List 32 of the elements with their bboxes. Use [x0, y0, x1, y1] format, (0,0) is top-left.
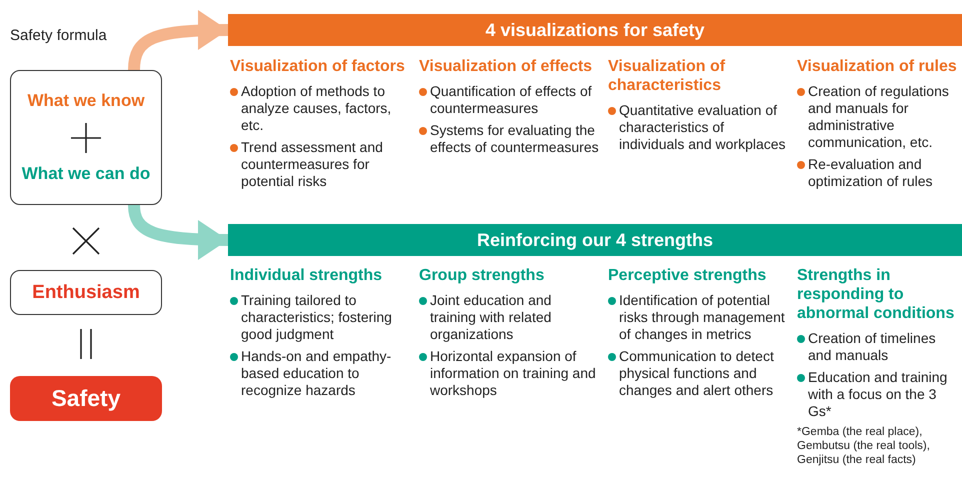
section-banner: 4 visualizations for safety [228, 14, 962, 46]
bullet-text: Creation of timelines and manuals [808, 330, 937, 364]
formula-term: What we can do [22, 164, 150, 184]
bullet-text: Quantification of effects of countermeasures [430, 83, 593, 117]
column-heading: Perceptive strengths [608, 266, 768, 285]
bullet-text: Hands-on and empathy-based education to recognize hazards [241, 348, 392, 399]
diagram-heading: Safety formula [10, 27, 107, 44]
bullet-text: Training tailored to characteristics; fostering good judgment [241, 292, 393, 343]
formula-box [10, 70, 162, 205]
bullet-text: Adoption of methods to analyze causes, factors, etc. [241, 83, 392, 134]
bullet-text: Communication to detect physical functions and changes and alert others [619, 348, 775, 399]
column-heading: Group strengths [419, 266, 546, 285]
result-box: Safety [10, 376, 162, 421]
bullet-text: Re-evaluation and optimization of rules [808, 156, 934, 190]
column-heading: Individual strengths [230, 266, 384, 285]
column-heading: Visualization of factors [230, 57, 406, 76]
footnote: *Gemba (the real place), Gembutsu (the real tools), Genjitsu (the real facts) [797, 425, 931, 467]
bullet-text: Horizontal expansion of information on training and workshops [430, 348, 597, 399]
bullet-text: Identification of potential risks through management of changes in metrics [619, 292, 786, 343]
formula-box: Enthusiasm [10, 270, 162, 315]
column-heading: Visualization of rules [797, 57, 958, 76]
formula-term: What we know [27, 91, 145, 111]
bullet-text: Education and training with a focus on the 3 Gs* [808, 369, 948, 420]
bullet-text: Systems for evaluating the effects of countermeasures [430, 122, 599, 156]
column-heading: Visualization of effects [419, 57, 594, 76]
bullet-text: Creation of regulations and manuals for administrative communication, etc. [808, 83, 950, 151]
column-heading: Visualization of characteristics [608, 57, 726, 95]
column-heading: Strengths in responding to abnormal conditions [797, 266, 956, 323]
section-banner: Reinforcing our 4 strengths [228, 224, 962, 256]
bullet-text: Joint education and training with related organizations [430, 292, 552, 343]
bullet-text: Quantitative evaluation of characteristics of individuals and workplaces [619, 102, 787, 153]
bullet-text: Trend assessment and countermeasures for potential risks [241, 139, 384, 190]
